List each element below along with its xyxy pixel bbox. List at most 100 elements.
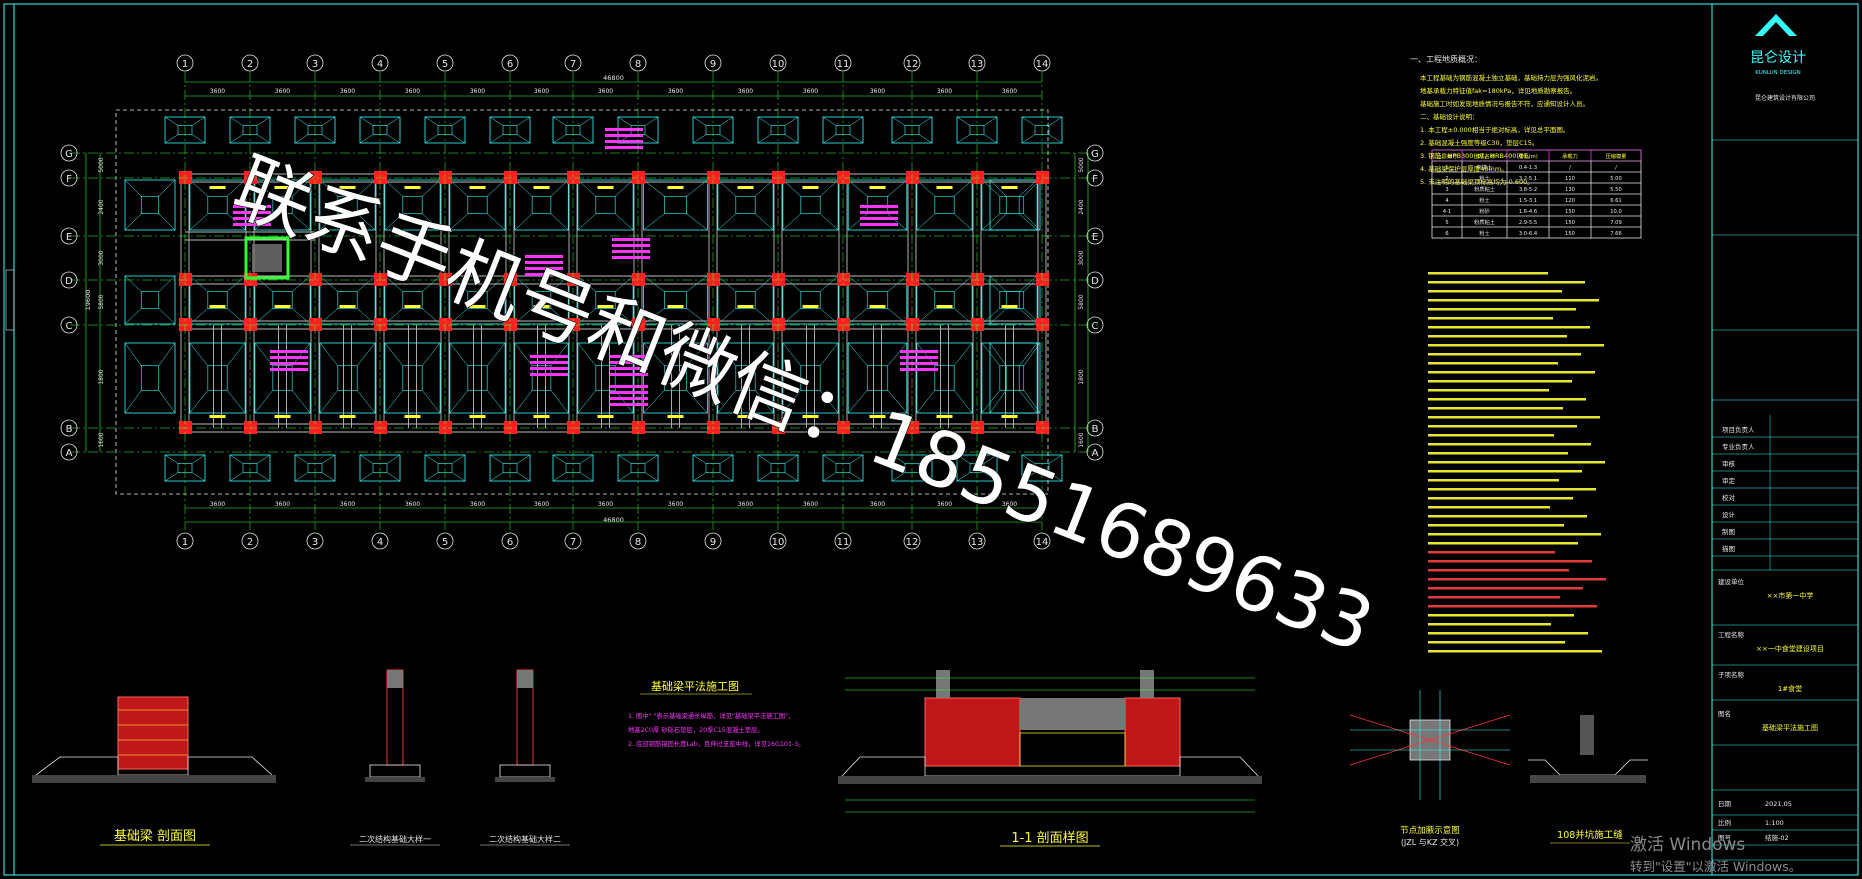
footing-pad	[514, 179, 569, 231]
beam-size-label	[274, 415, 291, 418]
design-note-text-line	[1428, 506, 1550, 509]
footing-pad-slope-line	[820, 213, 839, 231]
axis-letter-label: C	[66, 321, 73, 332]
axis-letter-label: C	[1092, 321, 1099, 332]
column-kz	[567, 421, 580, 434]
dimension-row-label: 1600	[1078, 432, 1085, 447]
dimension-bay-label: 3600	[668, 88, 683, 95]
beam-annotation-tag	[900, 362, 938, 365]
axis-bubble-letter	[60, 316, 78, 334]
footing-pad-inner	[272, 195, 293, 215]
dimension-bay-label: 3600	[937, 501, 952, 508]
footing-pad-slope-line	[451, 116, 466, 126]
footing-pad-slope-line	[983, 454, 998, 464]
title-block-meta-label: 比例	[1718, 818, 1731, 827]
design-note-text-line	[1428, 479, 1559, 482]
design-note-text-line	[1428, 362, 1558, 365]
design-note-line: 地基承载力特征值fak=180kPa，详见地质勘察报告。	[1420, 86, 1576, 95]
footing-pad-slope-line	[848, 308, 868, 325]
footing-pad-slope-line	[956, 116, 971, 126]
detail-footing	[369, 764, 421, 778]
title-block-field-value: 基础梁平法施工图	[1762, 723, 1818, 732]
footing-pad-slope-line	[989, 342, 1007, 366]
footing-pad	[254, 342, 311, 414]
footing-pad-slope-line	[579, 134, 594, 144]
design-note-text-line	[1428, 452, 1568, 455]
footing-pad-slope-line	[953, 342, 973, 366]
column-kz	[632, 273, 645, 286]
axis-number-label: 7	[570, 59, 576, 70]
footing-pad-slope-line	[757, 134, 772, 144]
footing-pad-slope-line	[887, 179, 907, 197]
beam-annotation-tag	[610, 355, 648, 358]
footing-pad-slope-line	[552, 134, 567, 144]
footing-pad-slope-line	[421, 390, 441, 414]
footing-pad-slope-line	[954, 308, 973, 325]
footing-pad-slope-line	[254, 213, 273, 231]
footing-pad-slope-line	[782, 342, 802, 366]
column-kz	[504, 171, 517, 184]
soil-table-text: 150	[1565, 231, 1575, 237]
footing-pad-slope-line	[782, 213, 801, 231]
footing-pad-inner	[664, 291, 687, 309]
footing-pad-slope-line	[489, 454, 504, 464]
beam-annotation-tag	[610, 403, 648, 406]
footing-pad-slope-line	[191, 472, 206, 482]
footing-pad	[717, 275, 774, 325]
footing-pad-slope-line	[164, 134, 179, 144]
footing-pad	[916, 342, 973, 414]
dimension-bay-label: 3600	[870, 88, 885, 95]
axis-bubble-number	[769, 532, 787, 550]
footing-pad	[577, 342, 634, 414]
footing-pad	[643, 342, 708, 414]
beam-size-label	[1001, 415, 1018, 418]
footing-pad	[189, 275, 246, 325]
beam-section-body	[117, 696, 189, 770]
beam-annotation-tag	[610, 367, 648, 370]
title-block-meta-value: 1:100	[1765, 819, 1784, 827]
beam-annotation-tag	[612, 256, 650, 259]
footing-pad-slope-line	[292, 179, 311, 197]
footing-pad-slope-line	[916, 342, 936, 366]
column-kz	[837, 318, 850, 331]
footing-pad-slope-line	[891, 472, 906, 482]
footing-pad-slope-line	[754, 342, 774, 366]
footing-pad-slope-line	[757, 116, 772, 126]
footing-pad-slope-line	[755, 179, 774, 197]
footing-pad-slope-line	[359, 472, 374, 482]
footing-pad-slope-line	[614, 390, 634, 414]
footing-pad	[643, 179, 708, 231]
footing-pad-slope-line	[918, 472, 933, 482]
beam-size-label	[469, 415, 486, 418]
footing-pad-slope-line	[989, 308, 1007, 325]
footing-pad-slope-line	[254, 179, 273, 197]
axis-number-label: 2	[247, 537, 253, 548]
axis-bubble-number	[371, 532, 389, 550]
beam-annotation-tag	[860, 217, 898, 220]
footing-pad-slope-line	[819, 390, 839, 414]
beam-annotation-tag	[860, 205, 898, 208]
footing-pad-slope-line	[887, 390, 908, 414]
dimension-total-label: 46800	[603, 74, 624, 82]
axis-bubble-number	[564, 532, 582, 550]
footing-pad-slope-line	[124, 275, 142, 292]
footing-pad-slope-line	[357, 308, 376, 325]
design-note-text-line	[1428, 515, 1587, 518]
column-kz	[707, 273, 720, 286]
footing-pad-slope-line	[514, 179, 533, 197]
beam-annotation-tag	[233, 223, 271, 226]
footing-pad-slope-line	[189, 342, 209, 366]
soil-table-text: 120	[1565, 198, 1575, 204]
footing-pad	[189, 342, 246, 414]
footing-pad-inner	[866, 291, 889, 309]
beam-size-label	[869, 305, 886, 308]
dimension-row-label: 3000	[98, 250, 105, 265]
footing-pad-slope-line	[229, 472, 244, 482]
footing-pad-slope-line	[644, 472, 659, 482]
design-note-text-line	[1428, 524, 1564, 527]
footing-pad-slope-line	[643, 179, 665, 197]
flat-note-line: 1. 图中" "表示基础梁通长纵筋，详见"基础梁平法施工图"，	[628, 711, 794, 720]
footing-pad-slope-line	[989, 390, 1007, 414]
